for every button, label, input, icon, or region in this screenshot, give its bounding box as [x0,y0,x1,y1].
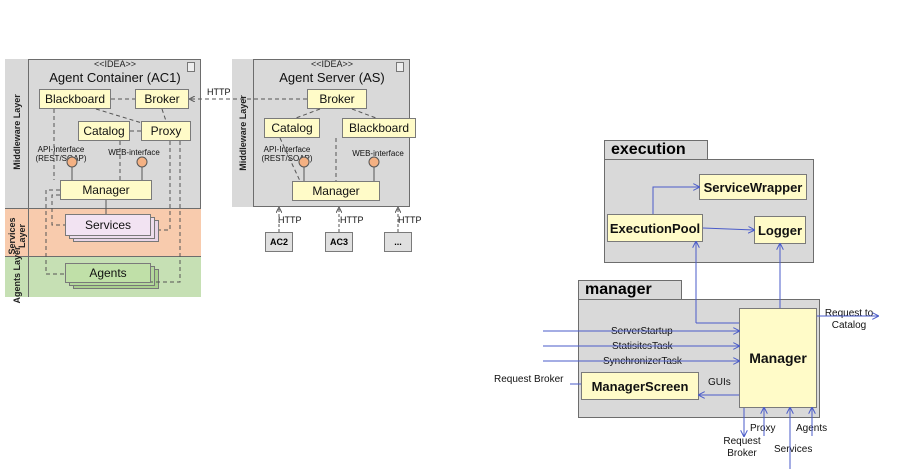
manager-screen-box: ManagerScreen [581,372,699,400]
server-middleware-label: Middleware Layer [238,95,248,171]
server-web-interface-label: WEB-interface [352,149,404,158]
server-manager-box: Manager [292,181,380,201]
client-more-box: ... [384,232,412,252]
bottom-services-label: Services [774,444,813,455]
bottom-proxy-label: Proxy [750,423,776,434]
manager-box: Manager [739,308,817,408]
agents-layer-label: Agents Layer [12,246,22,304]
input-statistics-task: StatisitcsTask [612,341,673,352]
proxy-box: Proxy [141,121,191,141]
web-interface-label: WEB-interface [108,148,160,157]
layer-strip-bottom [5,208,29,297]
request-broker-label: Request Broker [494,374,564,385]
service-wrapper-box: ServiceWrapper [699,174,807,200]
guis-label: GUIs [708,377,731,388]
server-title: Agent Server (AS) [279,70,385,85]
server-component-icon [396,62,404,72]
server-api-interface-label: API-Interface (REST/SOAP) [261,145,313,163]
manager-package-tab: manager [578,280,682,300]
blackboard-box: Blackboard [39,89,111,109]
http-label-more: HTTP [398,215,422,225]
manager-box: Manager [60,180,152,200]
bottom-agents-label: Agents [796,423,828,434]
api-interface-label: API-Interface (REST/SOAP) [35,145,87,163]
component-icon [187,62,195,72]
execution-pool-box: ExecutionPool [607,214,703,242]
broker-box: Broker [135,89,189,109]
middleware-layer-label: Middleware Layer [12,94,22,170]
http-label-top: HTTP [207,87,231,97]
http-label-ac2: HTTP [278,215,302,225]
client-ac3-box: AC3 [325,232,353,252]
catalog-box: Catalog [78,121,130,141]
container-title: Agent Container (AC1) [49,70,181,85]
server-catalog-box: Catalog [264,118,320,138]
input-synchronizer-task: SynchronizerTask [603,356,682,367]
container-stereotype: <<IDEA>> [93,59,137,69]
client-ac2-box: AC2 [265,232,293,252]
execution-package-tab: execution [604,140,708,160]
request-catalog-label: Request to Catalog [824,308,874,331]
http-label-ac3: HTTP [340,215,364,225]
middleware-layer-strip [5,59,29,208]
bottom-request-broker-label: Request Broker [723,436,761,459]
services-box: Services [65,214,151,236]
input-server-startup: ServerStartup [611,326,673,337]
server-blackboard-box: Blackboard [342,118,416,138]
server-stereotype: <<IDEA>> [310,59,354,69]
logger-box: Logger [754,216,806,244]
agents-box: Agents [65,263,151,283]
server-middleware-strip [232,59,254,207]
server-broker-box: Broker [307,89,367,109]
